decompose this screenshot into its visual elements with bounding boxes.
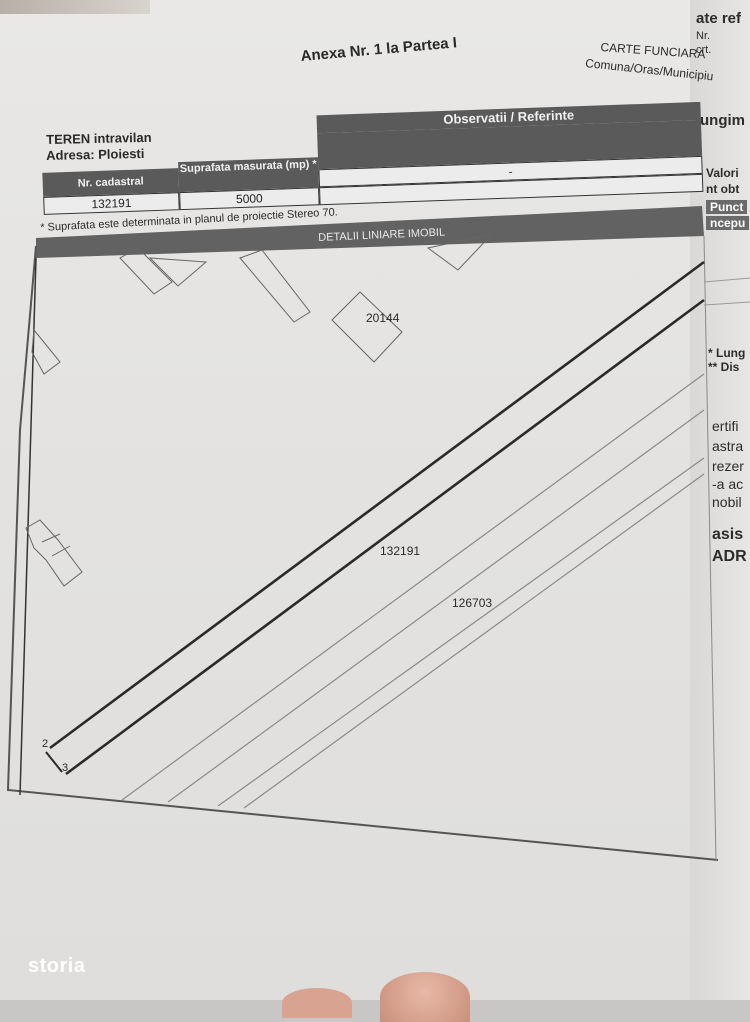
building-outline	[31, 328, 61, 375]
finger	[282, 988, 352, 1018]
parcel-boundary-end	[45, 751, 63, 773]
label-parcel-126703: 126703	[452, 596, 493, 610]
right-text: ate ref	[696, 10, 742, 27]
right-text: nobil	[712, 494, 742, 510]
neighbor-parcel-line	[121, 373, 705, 801]
right-text: astra	[712, 438, 744, 454]
right-text: crt.	[696, 44, 712, 56]
label-building-20144: 20144	[366, 311, 400, 325]
right-text: Valori	[706, 166, 739, 180]
finger	[380, 972, 470, 1022]
building-outline	[148, 257, 208, 287]
neighbor-parcel-line	[243, 473, 705, 809]
storia-watermark: storia	[28, 955, 86, 977]
paper-edge	[0, 0, 150, 14]
right-text: * Lung	[708, 346, 746, 360]
right-text: Nr.	[696, 30, 711, 42]
label-parcel-132191: 132191	[380, 544, 421, 558]
building-outline	[239, 249, 311, 323]
right-text: Punct	[706, 200, 748, 214]
plan-header-bar	[36, 206, 704, 258]
building-outline	[426, 233, 494, 271]
faint-line	[703, 277, 750, 283]
label-point-3: 3	[62, 762, 69, 774]
right-text: asis	[712, 526, 744, 543]
parcel-boundary-line	[49, 260, 705, 750]
right-text: ncepu	[706, 216, 750, 230]
neighbor-parcel-line	[217, 457, 705, 807]
parcel-boundary-line	[65, 298, 705, 776]
right-text: rezer	[712, 458, 744, 474]
plan-frame	[6, 245, 719, 861]
neighbor-parcel-line	[167, 409, 705, 803]
plan-drawing	[6, 206, 750, 861]
building-outline	[119, 247, 173, 295]
faint-line	[703, 301, 750, 306]
right-text: ertifi	[712, 418, 739, 434]
building-outline	[41, 533, 61, 543]
building-outline	[25, 519, 83, 587]
right-text: -a ac	[712, 476, 744, 492]
label-point-2: 2	[42, 738, 49, 750]
right-page-fragment: ate ref Nr. crt. ungim Valori nt obt Pun…	[690, 0, 750, 1000]
right-text: ungim	[700, 112, 745, 129]
right-text: nt obt	[706, 182, 740, 196]
plan-frame-right	[703, 235, 717, 861]
building-20144	[331, 291, 403, 363]
building-outline	[51, 545, 71, 557]
right-text: ADR	[712, 548, 747, 565]
right-text: ** Dis	[708, 360, 740, 374]
